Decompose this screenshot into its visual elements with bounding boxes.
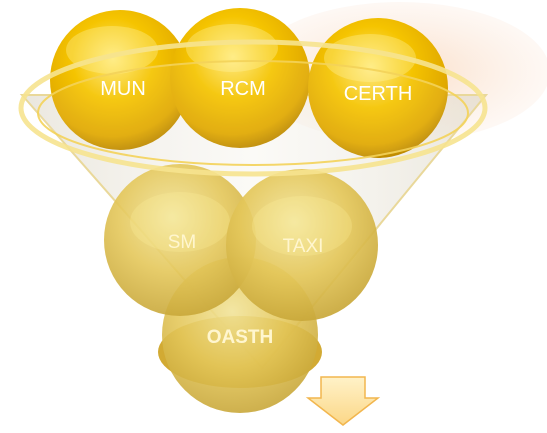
ball-mun: MUN — [50, 10, 190, 150]
funnel-rim-outer — [18, 39, 488, 177]
ball-certh: CERTH — [308, 18, 448, 158]
ball-label-taxi: TAXI — [283, 236, 324, 257]
down-arrow-icon — [305, 376, 381, 426]
ball-label-oasth: OASTH — [207, 327, 274, 348]
ball-taxi: TAXI — [226, 169, 378, 321]
ball-label-certh: CERTH — [344, 83, 413, 105]
ball-label-mun: MUN — [100, 78, 146, 100]
ball-label-sm: SM — [168, 232, 197, 253]
ball-label-rcm: RCM — [220, 78, 266, 100]
funnel-rim-inner — [37, 60, 469, 166]
ball-sm: SM — [104, 164, 256, 316]
